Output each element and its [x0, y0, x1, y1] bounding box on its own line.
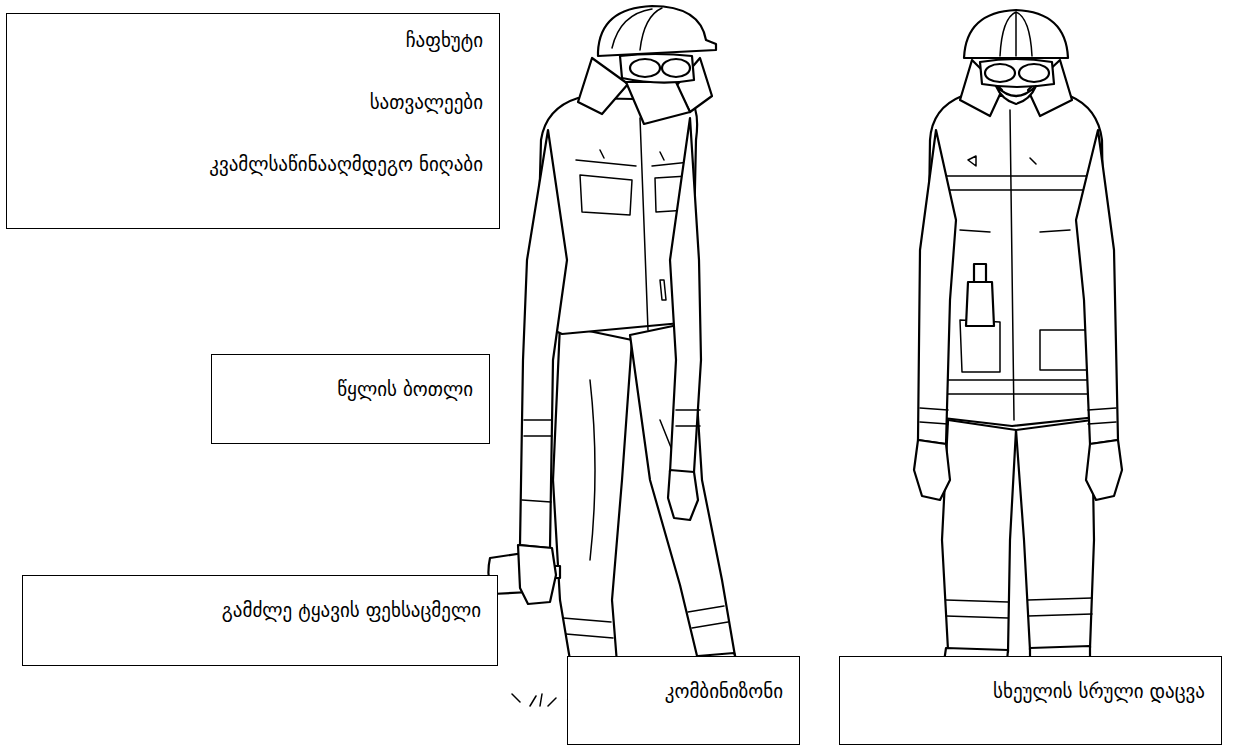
firefighter-coverall-figure	[488, 6, 772, 706]
label-box: წყლის ბოთლი	[211, 354, 490, 444]
label-text: სათვალეები	[370, 90, 483, 114]
label-box: სხეულის სრული დაცვა	[839, 656, 1222, 745]
label-text: კომბინიზონი	[665, 679, 783, 703]
label-text: სხეულის სრული დაცვა	[993, 679, 1205, 703]
label-box: გამძლე ტყავის ფეხსაცმელი	[22, 575, 498, 666]
label-box: ჩაფხუტი სათვალეები კვამლსაწინააღმდეგო ნიღა…	[6, 13, 500, 229]
label-box: კომბინიზონი	[567, 656, 800, 745]
label-text: წყლის ბოთლი	[337, 377, 473, 401]
firefighter-full-protection-figure	[914, 10, 1130, 694]
label-text: კვამლსაწინააღმდეგო ნიღაბი	[209, 152, 483, 176]
label-text: გამძლე ტყავის ფეხსაცმელი	[222, 598, 481, 622]
label-text: ჩაფხუტი	[406, 28, 483, 52]
